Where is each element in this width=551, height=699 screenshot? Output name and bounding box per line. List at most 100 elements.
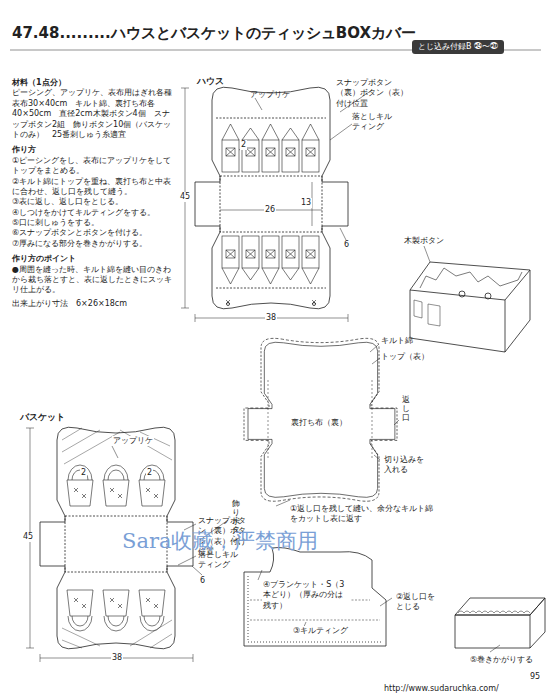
- applique-motif: [246, 250, 255, 258]
- applique-motif: [262, 140, 279, 172]
- applique-motif: [110, 488, 122, 498]
- applique-motif: [242, 128, 259, 140]
- instruction-text: ピーシング、アップリケ、表布用はぎれ各種 表布30×40cm キルト綿、裏打ち布…: [12, 88, 172, 140]
- sewing-diagram: [244, 338, 399, 506]
- applique-motif: [286, 250, 295, 258]
- instruction-text: ①ピーシングをし、表布にアップリケをしてトップをまとめる。: [12, 156, 172, 177]
- step-note: ③キルティング: [292, 626, 349, 636]
- instruction-text: ③表に返し、返し口をとじる。: [12, 197, 172, 207]
- applique-motif: [282, 268, 299, 280]
- badge-text: とじ込み付録B ㉞〜㊲: [418, 42, 498, 52]
- house-piece: [216, 118, 326, 288]
- applique-motif: [282, 128, 299, 140]
- applique-motif: [246, 250, 255, 258]
- sewing-diagram: [276, 345, 399, 506]
- applique-motif: [242, 268, 259, 280]
- whipstitch-box: [455, 598, 545, 648]
- instruction-text: ⑤口に刺しゅうをする。: [12, 218, 172, 228]
- applique-motif: [282, 140, 299, 172]
- part-name: 木製ボタン: [404, 236, 444, 246]
- wooden-button-box: [420, 268, 522, 288]
- applique-motif: [282, 236, 299, 268]
- wooden-button-box: [459, 291, 465, 297]
- part-name: キルト綿: [381, 336, 413, 346]
- applique-motif: [306, 250, 315, 258]
- applique-motif: [222, 268, 239, 284]
- applique-motif: [226, 148, 235, 156]
- dimension: 45: [179, 192, 191, 202]
- applique-motif: [302, 236, 319, 268]
- applique-motif: [286, 148, 295, 156]
- finishing-diagram: [248, 576, 382, 642]
- part-name: 落としキルティング: [352, 112, 398, 133]
- applique-motif: [110, 598, 122, 608]
- applique-motif: [222, 140, 239, 172]
- applique-motif: [103, 480, 129, 506]
- applique-motif: [146, 598, 158, 608]
- instruction-text: ●周囲を縫った時、キルト綿を縫い目のきわから裁ち落とすと、表に返したときにスッキ…: [12, 265, 172, 296]
- applique-motif: [146, 488, 158, 498]
- step-note: ④ブランケット・S（3本どり）（厚みの分は残す）: [262, 580, 350, 611]
- applique-motif: [74, 598, 86, 608]
- instruction-text: ⑦厚みになる部分を巻きかがりする。: [12, 239, 172, 249]
- dimension: 38: [111, 653, 123, 663]
- applique-motif: [266, 250, 275, 258]
- applique-motif: [222, 236, 239, 268]
- applique-motif: [262, 124, 279, 140]
- basket-quilting: [62, 620, 172, 648]
- watermark: Sara收藏，严禁商用: [122, 528, 318, 555]
- applique-motif: [103, 590, 129, 616]
- applique-motif: [226, 250, 235, 258]
- applique-motif: [246, 148, 255, 156]
- applique-motif: [226, 250, 235, 258]
- applique-motif: [140, 616, 164, 631]
- part-name: トップ（表）: [381, 352, 429, 362]
- instruction-text: ②キルト綿にトップを重ね、裏打ち布と中表に合わせ、返し口を残して縫う。: [12, 177, 172, 198]
- dimension: 2: [80, 468, 87, 478]
- basket-quilting: [62, 428, 172, 464]
- house-piece: [195, 87, 348, 309]
- dimension: 26: [264, 205, 276, 215]
- applique-motif: [140, 465, 164, 480]
- applique-motif: [139, 590, 165, 616]
- applique-motif: [266, 148, 275, 156]
- dimension: 6: [200, 576, 205, 586]
- wooden-button-box: [410, 262, 530, 352]
- sewing-diagram: [244, 338, 397, 501]
- dimension-line: [236, 90, 372, 240]
- sewing-diagram: [268, 380, 372, 460]
- instructions-column: 材料（1点分）ピーシング、アップリケ、表布用はぎれ各種 表布30×40cm キル…: [12, 78, 172, 309]
- section-title: バスケット: [20, 412, 65, 424]
- step-note: ②返し口をとじる: [396, 592, 442, 613]
- house-piece: [195, 87, 348, 309]
- part-name: 裏打ち布（裏）: [291, 418, 347, 428]
- finishing-diagram: [244, 548, 392, 647]
- instruction-text: 出来上がり寸法 6×26×18cm: [12, 299, 172, 309]
- finishing-diagram: [244, 548, 386, 647]
- dimension: 38: [265, 313, 277, 323]
- dimension: 2: [240, 140, 247, 150]
- dimension: 45: [22, 532, 34, 542]
- applique-motif: [306, 148, 315, 156]
- instruction-text: ⑥スナップボタンとボタンを付ける。: [12, 228, 172, 238]
- wooden-button-box: [410, 246, 530, 352]
- instruction-text: ④しつけをかけてキルティングをする。: [12, 208, 172, 218]
- applique-motif: [266, 148, 275, 156]
- dimension-line: [181, 88, 372, 322]
- part-name: 落としキルティング: [198, 550, 244, 571]
- part-name: 切り込みを入れる: [384, 455, 426, 476]
- applique-motif: [67, 480, 93, 506]
- applique-motif: [262, 236, 279, 268]
- part-name: スナップボタン（裏）ボタン（表）付け位置: [336, 78, 414, 109]
- dimension: 13: [300, 198, 312, 208]
- page-number: 95: [530, 672, 540, 682]
- section-heading: 作り方のポイント: [12, 254, 172, 264]
- page-title: 47.48.........ハウスとバスケットのティッシュBOXカバー: [12, 24, 416, 44]
- supplement-badge: とじ込み付録B ㉞〜㊲: [412, 40, 504, 54]
- applique-motif: [222, 124, 239, 140]
- whipstitch-box: [490, 645, 500, 652]
- part-name: 返し口: [402, 396, 410, 422]
- applique-motif: [242, 236, 259, 268]
- section-title: ハウス: [197, 76, 224, 88]
- applique-motif: [74, 488, 86, 498]
